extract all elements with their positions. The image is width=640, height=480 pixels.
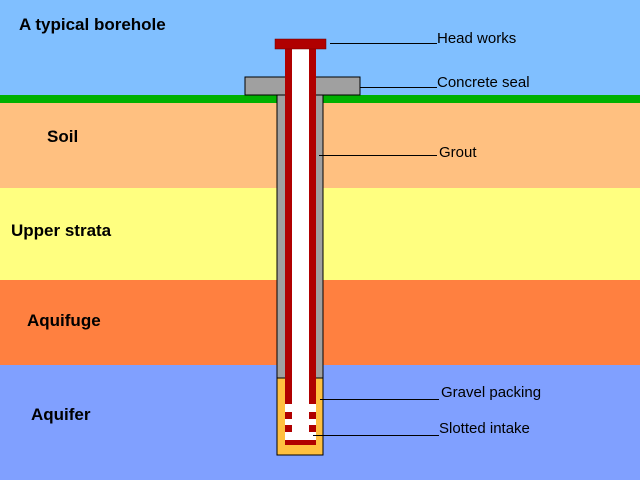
- label-head-works: Head works: [437, 30, 517, 47]
- intake-slot: [285, 404, 316, 412]
- intake-slot: [285, 432, 316, 440]
- leader-line-concrete-seal: [360, 87, 437, 88]
- layer-label-aquifer: Aquifer: [31, 405, 91, 424]
- diagram-title: A typical borehole: [19, 15, 166, 34]
- layer-label-soil: Soil: [47, 127, 79, 146]
- head-works: [274, 38, 327, 50]
- leader-line-slotted-intake: [313, 435, 439, 436]
- intake-slot: [285, 419, 316, 425]
- label-slotted-intake: Slotted intake: [439, 420, 530, 437]
- leader-line-grout: [319, 155, 437, 156]
- leader-line-head-works: [330, 43, 437, 44]
- slotted-intake: [285, 404, 316, 440]
- layer-label-upper-strata: Upper strata: [11, 221, 112, 240]
- layer-label-aquifuge: Aquifuge: [27, 311, 101, 330]
- label-gravel-packing: Gravel packing: [441, 384, 542, 401]
- casing-bore: [292, 45, 309, 440]
- label-grout: Grout: [439, 144, 477, 161]
- label-concrete-seal: Concrete seal: [437, 74, 530, 91]
- leader-line-gravel-packing: [320, 399, 439, 400]
